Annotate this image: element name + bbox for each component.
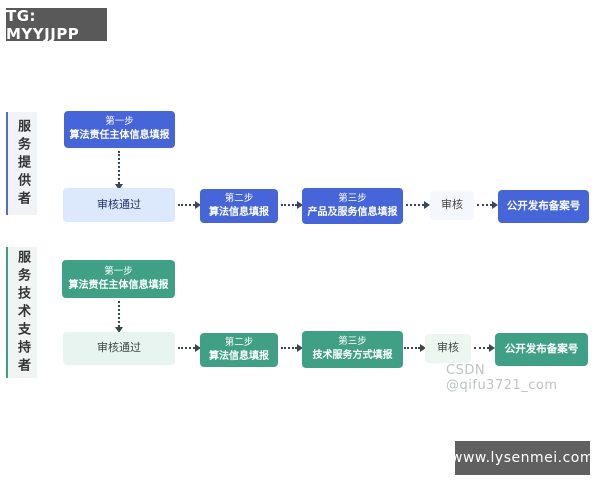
supporter-arrow-step1-to-approved (115, 301, 123, 333)
lane-supporter-label: 服务技术支持者 (15, 249, 30, 376)
provider-final-box: 公开发布备案号 (498, 190, 589, 223)
lane-provider-label: 服务提供者 (15, 118, 30, 209)
supporter-approved-label: 审核通过 (97, 341, 141, 355)
provider-arrow-approved-to-step2 (178, 201, 201, 209)
supporter-approved-box: 审核通过 (63, 332, 175, 365)
provider-step1-text: 算法责任主体信息填报 (69, 130, 170, 142)
site-badge: www.lysenmei.com (451, 441, 593, 475)
supporter-arrow-approved-to-step2 (178, 344, 201, 352)
provider-step3-title: 第三步 (338, 192, 367, 204)
provider-review-box: 审核 (430, 191, 474, 220)
source-badge: TG: MYYJJPP (6, 7, 107, 43)
provider-step1-box: 第一步 算法责任主体信息填报 (64, 111, 175, 148)
lane-supporter-strip: 服务技术支持者 (6, 247, 37, 378)
provider-step3-box: 第三步 产品及服务信息填报 (302, 188, 403, 224)
supporter-arrow-review-to-final (474, 344, 495, 352)
provider-approved-box: 审核通过 (63, 188, 175, 222)
csdn-watermark: CSDN @qifu3721_com (446, 363, 558, 393)
supporter-step3-text: 技术服务方式填报 (312, 350, 393, 362)
provider-step2-box: 第二步 算法信息填报 (200, 189, 278, 223)
supporter-final-label: 公开发布备案号 (504, 343, 579, 356)
provider-review-label: 审核 (441, 198, 463, 212)
provider-step2-text: 算法信息填报 (209, 206, 269, 218)
supporter-step2-text: 算法信息填报 (209, 350, 269, 362)
supporter-step1-title: 第一步 (104, 265, 133, 277)
provider-step3-text: 产品及服务信息填报 (307, 206, 398, 218)
supporter-step3-title: 第三步 (338, 336, 367, 348)
supporter-arrow-step3-to-review (404, 344, 426, 352)
supporter-step1-box: 第一步 算法责任主体信息填报 (62, 260, 175, 298)
supporter-step1-text: 算法责任主体信息填报 (68, 279, 169, 291)
supporter-review-box: 审核 (425, 334, 471, 363)
provider-arrow-review-to-final (477, 201, 498, 209)
provider-arrow-step2-to-step3 (281, 201, 303, 209)
supporter-step3-box: 第三步 技术服务方式填报 (302, 331, 403, 368)
supporter-final-box: 公开发布备案号 (495, 333, 588, 366)
provider-arrow-step3-to-review (406, 201, 430, 209)
supporter-review-label: 审核 (437, 341, 459, 355)
provider-final-label: 公开发布备案号 (506, 200, 581, 213)
lane-provider-strip: 服务提供者 (6, 112, 37, 215)
provider-step2-title: 第二步 (224, 192, 254, 204)
provider-arrow-step1-to-approved (115, 151, 123, 190)
supporter-step2-title: 第二步 (224, 336, 254, 348)
provider-approved-label: 审核通过 (97, 197, 141, 211)
supporter-step2-box: 第二步 算法信息填报 (200, 333, 278, 367)
supporter-arrow-step2-to-step3 (281, 344, 303, 352)
provider-step1-title: 第一步 (105, 116, 134, 128)
